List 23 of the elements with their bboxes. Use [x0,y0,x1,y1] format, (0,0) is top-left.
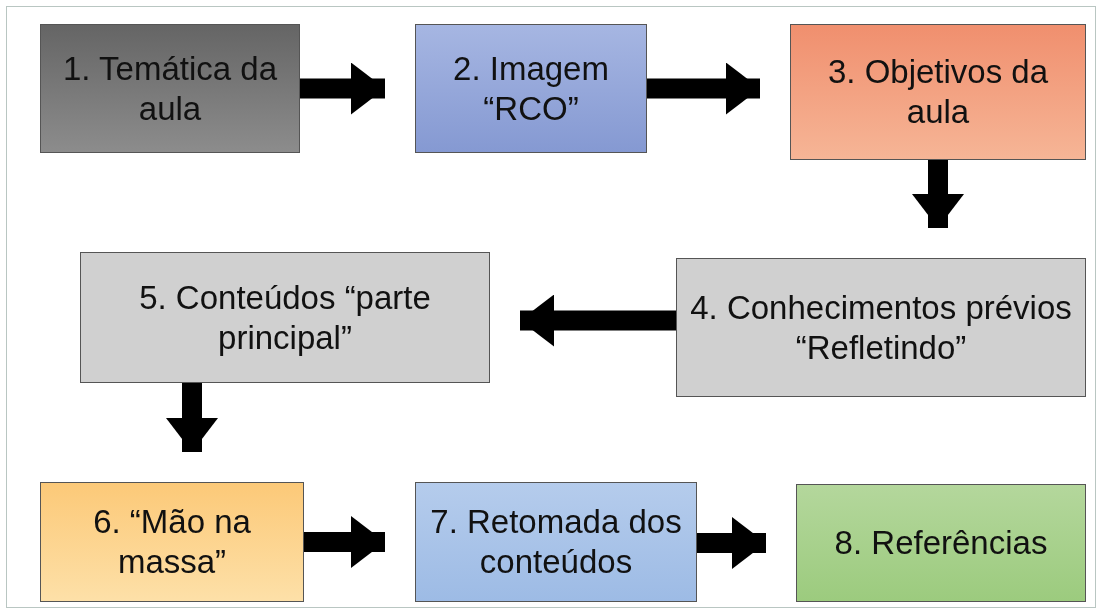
step-label: 1. Temática da aula [62,48,278,129]
process-box [80,252,490,383]
block-arrow [520,294,676,347]
process-box [40,482,304,602]
process-box [790,24,1086,160]
step-label: 2. Imagem “RCO” [452,48,610,129]
process-box [415,24,647,153]
step-label: 6. “Mão na massa” [92,502,252,582]
block-arrow [304,516,385,568]
block-arrow [912,160,964,228]
step-label: 7. Retomada dos conteúdos [429,502,683,582]
block-arrow [300,62,385,115]
block-arrow [647,62,760,115]
process-box [40,24,300,153]
process-box [796,484,1086,602]
step-label: 5. Conteúdos “parte principal” [138,277,432,358]
step-label: 3. Objetivos da aula [826,52,1050,132]
step-label: 8. Referências [833,523,1049,563]
block-arrow [697,517,766,569]
step-label: 4. Conhecimentos prévios “Refletindo” [689,287,1073,368]
process-box [676,258,1086,397]
block-arrow [166,383,218,452]
process-box [415,482,697,602]
